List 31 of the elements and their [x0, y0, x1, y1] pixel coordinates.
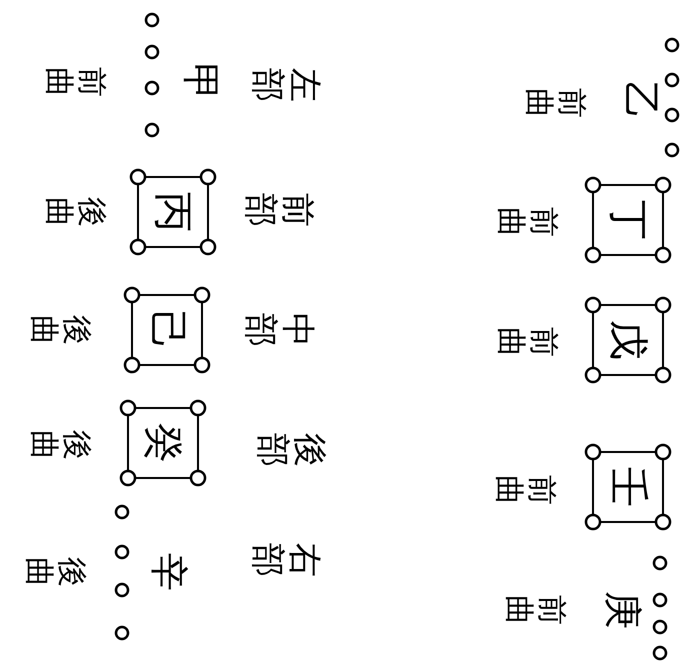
subgroup-label: 後曲 [22, 557, 88, 587]
subgroup-label: 前曲 [42, 67, 108, 97]
unit-square [583, 295, 673, 385]
section-label: 中部 [240, 313, 316, 347]
section-label: 右部 [248, 543, 322, 577]
unit-character: 甲 [179, 63, 221, 101]
subgroup-label: 前曲 [492, 475, 558, 505]
unit-character: 戊 [606, 320, 650, 360]
section-label: 後部 [252, 433, 328, 467]
unit-square [122, 285, 212, 375]
subgroup-label: 前曲 [494, 327, 560, 357]
unit-square [583, 175, 673, 265]
subgroup-label: 後曲 [27, 315, 93, 345]
unit-character: 壬 [606, 467, 650, 507]
unit-character: 庚 [601, 591, 643, 629]
subgroup-label: 前曲 [502, 595, 568, 625]
section-label: 左部 [248, 68, 322, 102]
unit-character: 辛 [147, 553, 189, 591]
subgroup-label: 後曲 [42, 197, 108, 227]
unit-character: 乙 [619, 81, 661, 119]
unit-square [128, 167, 218, 257]
unit-character: 癸 [141, 423, 185, 463]
unit-character: 丁 [606, 200, 650, 240]
unit-square [583, 442, 673, 532]
unit-character: 己 [145, 310, 189, 350]
unit-square [118, 398, 208, 488]
subgroup-label: 後曲 [27, 430, 93, 460]
section-label: 前部 [240, 193, 316, 227]
subgroup-label: 前曲 [494, 207, 560, 237]
subgroup-label: 前曲 [522, 88, 588, 118]
unit-character: 丙 [151, 192, 195, 232]
